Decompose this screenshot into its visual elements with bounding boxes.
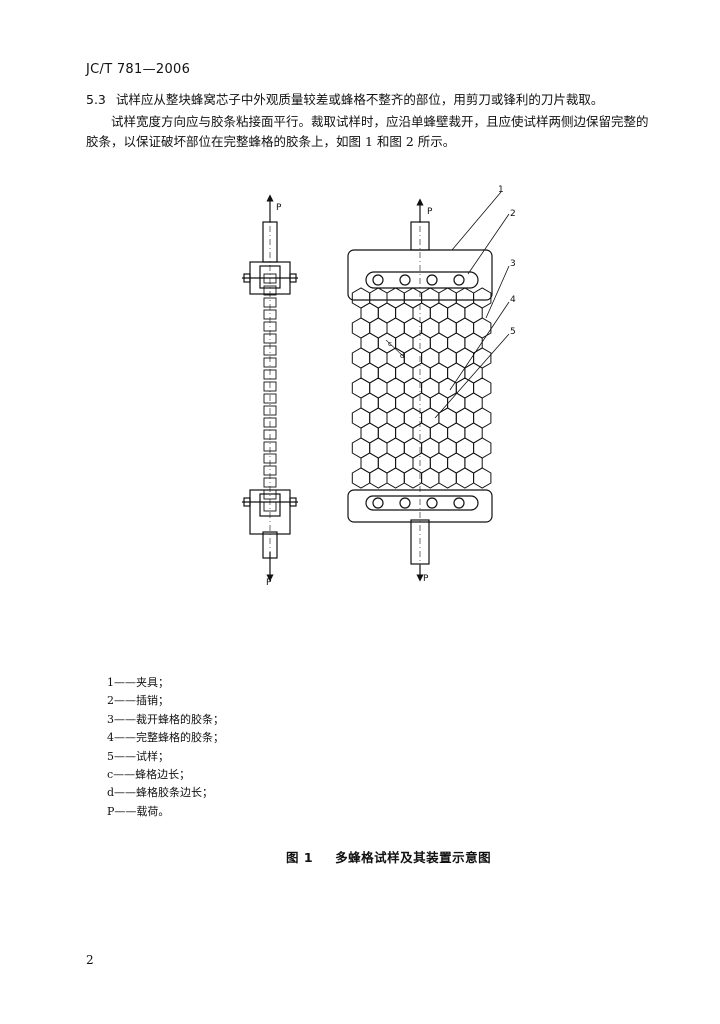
figure-legend: 1——夹具； 2——插销； 3——裁开蜂格的胶条； 4——完整蜂格的胶条； 5—… (107, 674, 224, 821)
side-specimen-cell (263, 393, 277, 404)
honeycomb-cell (438, 467, 457, 489)
leader-line-1 (451, 191, 502, 251)
figure-number: 图 1 (286, 850, 314, 865)
leader-line-3 (485, 265, 510, 319)
load-label-front-top: P (427, 207, 433, 217)
honeycomb-cell (421, 467, 440, 489)
front-clamp-bottom (347, 489, 493, 523)
paragraph-5-3-text: 试样应从整块蜂窝芯子中外观质量较差或蜂格不整齐的部位，用剪刀或锋利的刀片裁取。 (115, 92, 604, 107)
side-specimen-cell (263, 309, 277, 320)
side-specimen-cell (263, 405, 277, 416)
callout-2: 2 (510, 209, 516, 219)
figure-caption: 图 1 多蜂格试样及其装置示意图 (286, 847, 491, 866)
dim-label-d: d (400, 352, 404, 360)
side-specimen-cell (263, 357, 277, 368)
front-clamp-top (347, 249, 493, 301)
side-specimen-cell (263, 501, 277, 512)
legend-item: c——蜂格边长； (107, 768, 191, 782)
side-clamp-slot-top (259, 265, 281, 289)
side-specimen-cell (263, 285, 277, 296)
front-pin-bar-top (365, 271, 479, 289)
document-code: JC/T 781—2006 (86, 62, 191, 77)
dim-label-c: c (388, 340, 392, 348)
pin-hole (453, 274, 465, 286)
side-view-fixture (242, 194, 298, 582)
leader-line-4 (449, 301, 510, 391)
honeycomb-cell (473, 467, 492, 489)
side-specimen-cell (263, 369, 277, 380)
side-specimen-cell (263, 333, 277, 344)
figure-title: 多蜂格试样及其装置示意图 (335, 850, 492, 865)
honeycomb-cell (369, 467, 388, 489)
side-specimen-cell (263, 453, 277, 464)
side-specimen-cell (263, 381, 277, 392)
pin-hole (372, 497, 384, 509)
paragraph-5-3: 5.3 试样应从整块蜂窝芯子中外观质量较差或蜂格不整齐的部位，用剪刀或锋利的刀片裁… (86, 91, 686, 109)
legend-item: 4——完整蜂格的胶条； (107, 731, 224, 745)
legend-item: 1——夹具； (107, 676, 169, 689)
front-view-fixture (347, 191, 510, 582)
side-specimen-cell (263, 489, 277, 500)
page-number: 2 (86, 953, 94, 967)
side-specimen-cell (263, 477, 277, 488)
side-rod-bottom (262, 531, 278, 559)
paragraph-specimen-width: 试样宽度方向应与胶条粘接面平行。裁取试样时，应沿单蜂壁裁开，且应使试样两侧边保留… (86, 114, 649, 149)
side-specimen-cell (263, 465, 277, 476)
honeycomb-specimen (351, 287, 492, 489)
callout-5: 5 (510, 327, 516, 337)
pin-hole (372, 274, 384, 286)
legend-item: 5——试样； (107, 749, 169, 763)
side-specimen-cell (263, 417, 277, 428)
side-specimen-cell (263, 273, 277, 284)
pin-hole (453, 497, 465, 509)
legend-item: 3——裁开蜂格的胶条； (107, 712, 224, 726)
honeycomb-cell (351, 467, 371, 489)
front-rod-bottom (410, 519, 430, 565)
leader-line-2 (467, 213, 510, 275)
load-label-side-top: P (276, 203, 282, 213)
honeycomb-cell (386, 467, 405, 489)
side-specimen-cell (263, 429, 277, 440)
dimension-line (385, 339, 404, 357)
pin-hole (399, 274, 411, 286)
leader-line-5 (434, 333, 510, 419)
honeycomb-cell (455, 467, 475, 489)
side-specimen-cell (263, 441, 277, 452)
callout-3: 3 (510, 259, 516, 269)
callout-1: 1 (498, 185, 504, 195)
section-number: 5.3 (86, 92, 106, 107)
side-nut (243, 273, 251, 283)
side-clamp-slot-bottom (259, 493, 281, 517)
side-specimen-cell (263, 321, 277, 332)
legend-item: P——载荷。 (107, 804, 170, 818)
figure-1-diagram: P P P P 1 2 3 4 5 c d (242, 185, 516, 588)
pin-hole (399, 497, 411, 509)
callout-4: 4 (510, 295, 516, 305)
side-nut (289, 273, 297, 283)
legend-item: 2——插销； (107, 694, 169, 708)
pin-hole (426, 497, 438, 509)
pin-hole (426, 274, 438, 286)
side-specimen-cell (263, 297, 277, 308)
figure-labels: P P P P 1 2 3 4 5 c d (266, 185, 516, 588)
load-label-side-bottom: P (266, 578, 272, 588)
side-nut (289, 497, 297, 507)
legend-item: d——蜂格胶条边长； (107, 786, 214, 800)
side-nut (243, 497, 251, 507)
side-specimen-cell (263, 345, 277, 356)
load-label-front-bottom: P (423, 574, 429, 584)
honeycomb-cell (403, 467, 423, 489)
front-pin-bar-bottom (365, 495, 479, 511)
